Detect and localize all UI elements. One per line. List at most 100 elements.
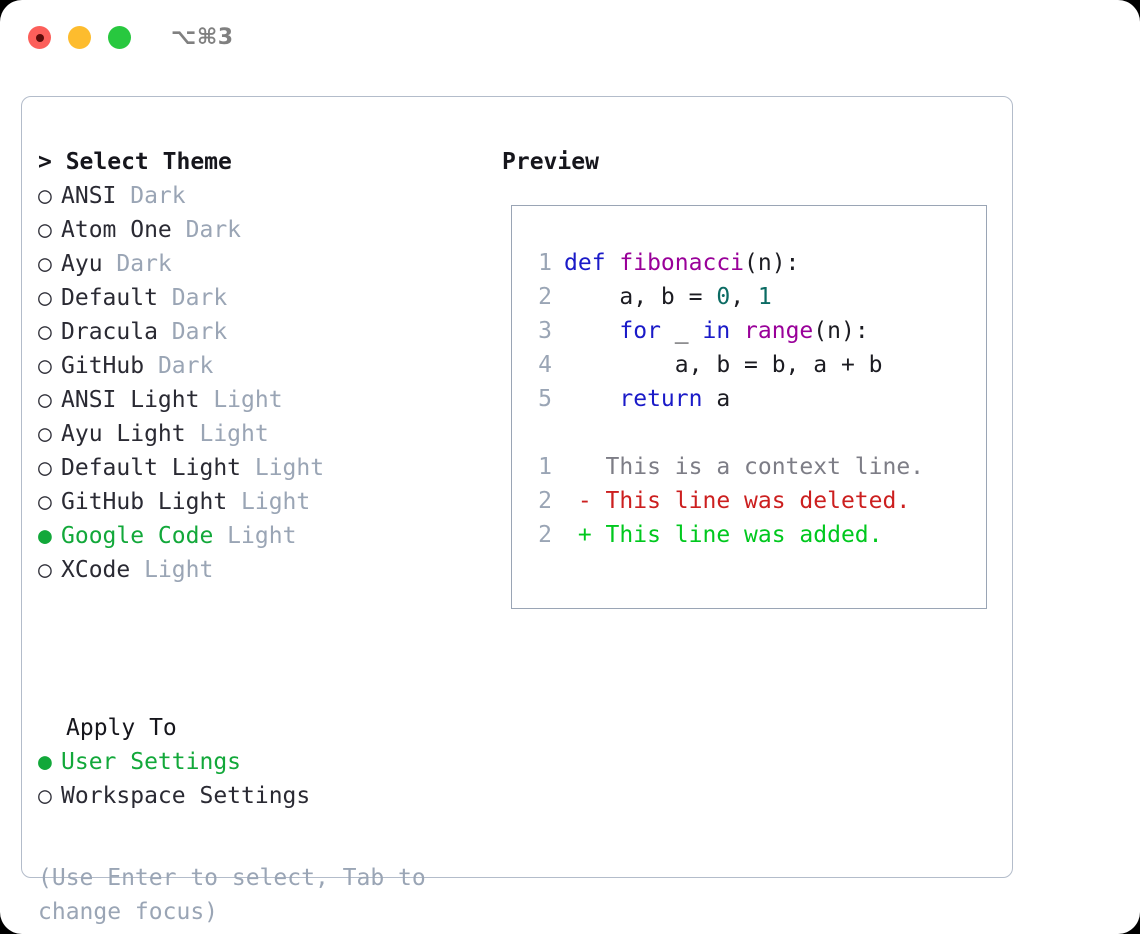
- minimize-button[interactable]: [68, 26, 91, 49]
- theme-name: Ayu Light: [61, 421, 186, 447]
- code-token-num: 1: [757, 284, 772, 310]
- theme-option-ayu-light[interactable]: ○ Ayu Light Light: [38, 417, 478, 451]
- apply-to-title: Apply To: [66, 715, 177, 741]
- theme-variant-label: Dark: [116, 183, 186, 209]
- theme-option-atom-one[interactable]: ○ Atom One Dark: [38, 213, 478, 247]
- theme-option-ansi[interactable]: ○ ANSI Dark: [38, 179, 478, 213]
- code-line: 3 for _ in range(n):: [528, 314, 978, 348]
- code-token-pln: [730, 318, 744, 344]
- radio-unselected-icon: ○: [38, 557, 52, 583]
- theme-picker-panel: > Select Theme ○ANSI Dark○Atom One Dark○…: [21, 96, 1013, 925]
- radio-unselected-icon: ○: [38, 421, 52, 447]
- line-number: 5: [538, 386, 552, 412]
- zoom-button[interactable]: [108, 26, 131, 49]
- theme-variant-label: Dark: [144, 353, 214, 379]
- preview-column: Preview: [502, 145, 1002, 179]
- radio-unselected-icon: ○: [38, 217, 52, 243]
- preview-title: Preview: [502, 149, 599, 175]
- code-token-kw: for: [619, 318, 661, 344]
- theme-name: Default: [61, 285, 158, 311]
- close-button[interactable]: [28, 26, 51, 49]
- theme-option-ayu[interactable]: ○Ayu Dark: [38, 247, 478, 281]
- line-number: 2: [538, 522, 552, 548]
- line-number: 1: [538, 454, 552, 480]
- apply-option-workspace-settings[interactable]: ○ Workspace Settings: [38, 779, 478, 813]
- theme-variant-label: Light: [130, 557, 214, 583]
- apply-option-label: Workspace Settings: [61, 783, 311, 809]
- theme-name: GitHub: [61, 353, 145, 379]
- theme-name: ANSI: [61, 183, 117, 209]
- radio-unselected-icon: ○: [38, 455, 52, 481]
- theme-option-github-light[interactable]: ○GitHub Light Light: [38, 485, 478, 519]
- theme-option-default-light[interactable]: ○Default Light Light: [38, 451, 478, 485]
- code-token-kw: in: [702, 318, 731, 344]
- theme-name: Ayu: [61, 251, 103, 277]
- theme-variant-label: Dark: [157, 319, 228, 345]
- line-number: 2: [538, 284, 552, 310]
- diff-text: - This line was deleted.: [564, 488, 911, 514]
- code-token-fn: range: [744, 318, 814, 344]
- line-number: 1: [538, 250, 552, 276]
- radio-unselected-icon: ○: [38, 319, 52, 345]
- theme-name: Default Light: [61, 455, 242, 481]
- code-token-kw: def: [564, 250, 620, 276]
- diff-line-del: 2 - This line was deleted.: [528, 484, 978, 518]
- diff-line-ctx: 1 This is a context line.: [528, 450, 978, 484]
- code-token-pln: [564, 318, 619, 344]
- theme-option-xcode[interactable]: ○ XCode Light: [38, 553, 478, 587]
- theme-variant-label: Light: [185, 421, 269, 447]
- theme-variant-label: Light: [213, 523, 297, 549]
- code-token-pln: _: [660, 318, 703, 344]
- diff-sample: 1 This is a context line.2 - This line w…: [528, 450, 978, 552]
- radio-unselected-icon: ○: [38, 183, 52, 209]
- theme-variant-label: Dark: [171, 217, 242, 243]
- radio-selected-icon: ●: [38, 749, 52, 775]
- code-token-pln: [564, 386, 619, 412]
- line-number: 4: [538, 352, 552, 378]
- theme-list-column: > Select Theme ○ANSI Dark○Atom One Dark○…: [38, 145, 478, 587]
- theme-option-dracula[interactable]: ○ Dracula Dark: [38, 315, 478, 349]
- diff-line-add: 2 + This line was added.: [528, 518, 978, 552]
- theme-name: ANSI Light: [61, 387, 200, 413]
- theme-option-default[interactable]: ○ Default Dark: [38, 281, 478, 315]
- traffic-light-buttons: [28, 26, 131, 49]
- line-number: 3: [538, 318, 552, 344]
- code-token-kw: return: [619, 386, 703, 412]
- theme-name: XCode: [61, 557, 131, 583]
- code-token-pln: (n):: [744, 250, 800, 276]
- code-token-pln: ,: [730, 284, 758, 310]
- radio-selected-icon: ●: [38, 523, 52, 549]
- theme-variant-label: Light: [199, 387, 283, 413]
- keyboard-hint-text: (Use Enter to select, Tab to change focu…: [38, 865, 426, 925]
- theme-name: Atom One: [61, 217, 172, 243]
- apply-option-label: User Settings: [61, 749, 242, 775]
- apply-option-user-settings[interactable]: ● User Settings: [38, 745, 478, 779]
- code-line: 5 return a: [528, 382, 978, 416]
- code-token-pln: a, b =: [564, 284, 717, 310]
- theme-option-ansi-light[interactable]: ○ANSI Light Light: [38, 383, 478, 417]
- diff-text: + This line was added.: [564, 522, 883, 548]
- select-theme-header: > Select Theme: [38, 149, 232, 175]
- keyboard-shortcut-label: ⌥⌘3: [171, 25, 234, 50]
- code-line: 4 a, b = b, a + b: [528, 348, 978, 382]
- theme-list[interactable]: ○ANSI Dark○Atom One Dark○Ayu Dark○Defaul…: [38, 179, 478, 587]
- theme-name: GitHub Light: [61, 489, 228, 515]
- diff-text: This is a context line.: [564, 454, 925, 480]
- theme-variant-label: Dark: [102, 251, 172, 277]
- theme-option-google-code[interactable]: ● Google Code Light: [38, 519, 478, 553]
- code-token-pln: a, b = b, a + b: [564, 352, 883, 378]
- radio-unselected-icon: ○: [38, 285, 52, 311]
- theme-option-github[interactable]: ○GitHub Dark: [38, 349, 478, 383]
- code-token-pln: a: [702, 386, 731, 412]
- radio-unselected-icon: ○: [38, 783, 52, 809]
- theme-variant-label: Light: [227, 489, 311, 515]
- title-bar: ⌥⌘3: [0, 0, 1140, 78]
- theme-variant-label: Dark: [157, 285, 228, 311]
- theme-name: Google Code: [61, 523, 214, 549]
- apply-to-options[interactable]: ● User Settings ○ Workspace Settings: [38, 745, 478, 813]
- theme-name: Dracula: [61, 319, 158, 345]
- code-token-num: 0: [716, 284, 731, 310]
